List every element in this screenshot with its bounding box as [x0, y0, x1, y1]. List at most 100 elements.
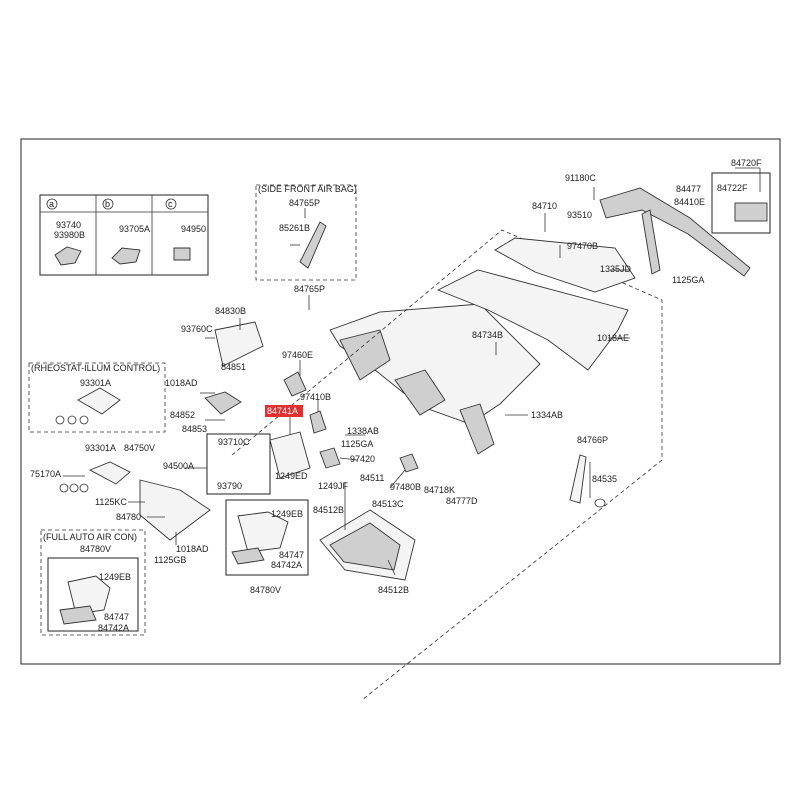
part-label: 93710C — [218, 437, 250, 447]
part-label: 84535 — [592, 474, 617, 484]
bezel-part — [88, 461, 131, 485]
part-label: 84511 — [360, 473, 384, 483]
lower-panel-part — [139, 479, 211, 541]
part-label: 1125KC — [95, 497, 127, 507]
aircon-box-part — [59, 605, 97, 625]
part-label: 85261B — [279, 223, 310, 233]
part-label: 1018AE — [597, 333, 629, 343]
heater-duct-part — [494, 237, 636, 293]
switch-box-part — [231, 547, 265, 565]
highlight-callout — [265, 405, 303, 417]
part-label: 84747 — [104, 612, 129, 622]
part-label: 84766P — [577, 435, 608, 445]
part-label: 84720F — [731, 158, 762, 168]
part-label: 1249EB — [99, 572, 131, 582]
part-label: 84851 — [221, 362, 246, 372]
part-label: 84780 — [116, 512, 141, 522]
part-label: 84742A — [271, 560, 302, 570]
part-label: 93301A — [80, 378, 111, 388]
part-label: 93980B — [54, 230, 85, 240]
part-label: 97470B — [567, 241, 598, 251]
cover-part — [734, 202, 768, 222]
part-label: 97420 — [350, 454, 375, 464]
bracket-box — [711, 172, 771, 234]
part-label: 97410B — [300, 392, 331, 402]
part-label: 84718K — [424, 485, 455, 495]
glove-box-inner — [329, 522, 401, 571]
side-cover-part — [569, 454, 587, 504]
part-label: 84410E — [674, 197, 705, 207]
part-label: 84734B — [472, 330, 503, 340]
part-label: 93301A — [85, 443, 116, 453]
part-label: 84777D — [446, 496, 478, 506]
part-label: 93510 — [567, 210, 592, 220]
part-label: 1334AB — [531, 410, 563, 420]
cowl-crossbar-part — [599, 187, 751, 277]
part-label: 93705A — [119, 224, 150, 234]
part-label: 84513C — [372, 499, 404, 509]
part-label: 84512B — [378, 585, 409, 595]
part-label: 84830B — [215, 306, 246, 316]
knob-part-icon — [111, 247, 141, 265]
part-label: 93790 — [217, 481, 242, 491]
switch-panel-part — [237, 511, 289, 553]
part-label: 84747 — [279, 550, 304, 560]
vent-part — [283, 371, 307, 397]
part-label: 84750V — [124, 443, 155, 453]
part-label: 84512B — [313, 505, 344, 515]
part-label: 84765P — [294, 284, 325, 294]
trim-part — [204, 391, 242, 415]
part-label: 84765P — [289, 198, 320, 208]
vent-part — [319, 447, 341, 469]
full-auto-title: (FULL AUTO AIR CON) — [43, 532, 137, 542]
part-label: 1249EB — [271, 509, 303, 519]
vent-part — [309, 410, 327, 434]
part-label: 84780V — [250, 585, 281, 595]
part-label: 97480B — [390, 482, 421, 492]
part-label: 84742A — [98, 623, 129, 633]
highlight-label: 84741A — [267, 406, 298, 416]
part-label: 94950 — [181, 224, 206, 234]
part-label: 1338AB — [347, 426, 379, 436]
switch-bracket-box — [206, 433, 271, 495]
part-label: 84780V — [80, 544, 111, 554]
part-label: 93740 — [56, 220, 81, 230]
part-label: 84710 — [532, 201, 557, 211]
part-label: 1125GA — [672, 275, 704, 285]
full-auto-box: (FULL AUTO AIR CON) 84780V 1249EB 84747 … — [40, 529, 146, 636]
vent-part — [399, 453, 419, 473]
part-label: 1125GA — [341, 439, 373, 449]
leader-lines — [63, 167, 761, 576]
air-duct-part — [436, 269, 629, 371]
part-label: 84852 — [170, 410, 195, 420]
part-label: 94500A — [163, 461, 194, 471]
part-label: 84722F — [717, 183, 748, 193]
part-label: 1125GB — [154, 555, 186, 565]
part-label: 1335JD — [600, 264, 632, 274]
rheostat-title: (RHEOSTAT-ILLUM CONTROL) — [31, 363, 160, 373]
rheostat-box: (RHEOSTAT-ILLUM CONTROL) 93301A — [28, 362, 166, 433]
knob-part-icon — [54, 246, 82, 266]
part-label: 1018AD — [176, 544, 209, 554]
diagram-frame — [20, 138, 781, 665]
part-label: 84477 — [676, 184, 701, 194]
part-labels: 84765P 84830B 93760C 84851 97460E 1018AD… — [30, 158, 762, 595]
switch-panel-box: 1249EB 84747 84742A 84780V — [225, 499, 309, 595]
part-label: 1249JF — [318, 481, 349, 491]
legend-letter-c: c — [168, 199, 173, 209]
switch-part-icon — [173, 247, 191, 261]
bezel-part — [77, 387, 121, 415]
panel-part — [214, 321, 264, 367]
legend-letter-b: b — [105, 199, 110, 209]
side-airbag-title: (SIDE FRONT AIR BAG) — [258, 184, 357, 194]
part-label: 91180C — [565, 173, 596, 183]
part-label: 93760C — [181, 324, 213, 334]
part-label: 97460E — [282, 350, 313, 360]
legend-box: a b c 93740 93980B 93705A 94950 — [39, 194, 209, 276]
legend-letter-a: a — [49, 199, 54, 209]
part-label: 1249ED — [275, 471, 308, 481]
assembly-guide — [231, 229, 663, 701]
part-label: 1018AD — [165, 378, 198, 388]
part-label: 84853 — [182, 424, 207, 434]
